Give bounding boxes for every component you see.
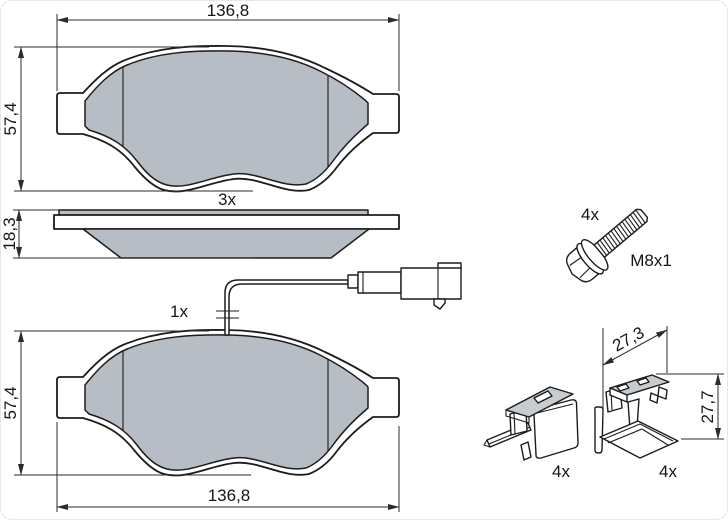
bottom-pad-front-view xyxy=(57,330,399,480)
bolt-thread-label: M8x1 xyxy=(630,251,672,270)
clip-left-foot xyxy=(520,441,532,461)
bolt-quantity-label: 4x xyxy=(581,205,599,224)
clip-right-quantity-label: 4x xyxy=(659,462,677,481)
side-view-friction xyxy=(82,228,370,259)
clip-left-body-crease xyxy=(536,403,574,414)
dim-label-top-height: 57,4 xyxy=(1,102,20,135)
clip-right-cap-front xyxy=(609,387,628,403)
dim-label-bottom-height: 57,4 xyxy=(1,386,20,419)
dim-label-top-width: 136,8 xyxy=(207,1,250,20)
clip-right xyxy=(594,374,679,459)
clip-left xyxy=(483,386,579,461)
pad-quantity-label: 3x xyxy=(218,190,236,209)
dim-label-bottom-width: 136,8 xyxy=(208,486,251,505)
connector-body xyxy=(400,267,462,300)
dim-label-thickness: 18,3 xyxy=(1,217,19,250)
clip-right-cap-notch xyxy=(636,377,650,386)
clip-left-rail-end xyxy=(483,439,491,448)
clip-right-skirt xyxy=(599,420,679,459)
connector-ferrule xyxy=(347,274,359,289)
clip-right-hook xyxy=(657,386,668,400)
top-pad-front-view xyxy=(57,46,399,196)
clip-left-quantity-label: 4x xyxy=(552,462,570,481)
clip-right-cap-notch xyxy=(616,383,630,392)
clip-left-plate-notch xyxy=(533,390,553,404)
wear-sensor xyxy=(216,262,462,336)
connector-sleeve xyxy=(357,271,402,294)
sensor-wire xyxy=(224,279,349,336)
clip-right-hook-tab xyxy=(649,392,659,404)
clip-height-dim-label: 27,7 xyxy=(698,390,717,423)
clip-right-spring-strip xyxy=(594,406,604,454)
dimension-lines xyxy=(16,17,721,510)
sensor-quantity-label: 1x xyxy=(170,302,188,321)
connector-latch xyxy=(433,298,446,310)
clip-right-skirt-ridges xyxy=(603,423,674,446)
side-view-backplate xyxy=(53,214,400,230)
clip-left-plate-edge xyxy=(505,410,530,424)
caliper-bolt xyxy=(565,208,649,283)
pad-side-view xyxy=(53,209,400,259)
clip-left-bracket-line xyxy=(513,412,516,435)
dim-line-clip-width xyxy=(602,329,668,366)
bolt-threads xyxy=(596,209,646,256)
